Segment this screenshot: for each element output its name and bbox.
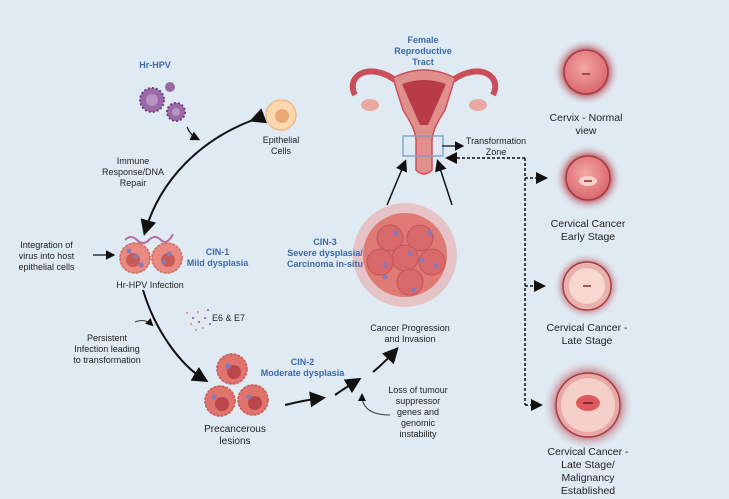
precancerous-cells-icon <box>204 353 269 417</box>
cervix-late-line-2: Late Stage <box>561 335 613 347</box>
immune-response-arrow <box>140 108 268 236</box>
cervix-normal-icon <box>552 38 620 106</box>
cin3-title: CIN-3 <box>313 237 337 247</box>
persistent-line-1: Persistent <box>86 333 128 343</box>
integration-label: Integration of virus into host epithelia… <box>0 240 93 273</box>
invasion-arrow-left <box>386 159 408 206</box>
female-reproductive-tract-icon <box>349 68 499 175</box>
loss-line-3: genes and <box>396 407 440 417</box>
virus-entry-arrow <box>186 126 201 141</box>
tract-title-2: Reproductive <box>394 46 452 56</box>
loss-line-4: genomic <box>400 418 436 428</box>
cervix-late-label: Cervical Cancer - Late Stage <box>522 322 652 348</box>
progression-line-1: Cancer Progression <box>370 323 450 333</box>
immune-line-1: Immune <box>116 156 150 166</box>
precancerous-label: Precancerous lesions <box>195 424 275 448</box>
precancerous-line-1: Precancerous <box>204 424 266 435</box>
persistent-pointer-arrow <box>134 317 154 327</box>
precancerous-line-2: lesions <box>219 436 251 447</box>
cin3-subtitle-1: Severe dysplasia/ <box>287 248 363 258</box>
persistent-infection-label: Persistent Infection leading to transfor… <box>62 333 152 366</box>
progression-label: Cancer Progression and Invasion <box>360 323 460 345</box>
cervix-early-label: Cervical Cancer Early Stage <box>523 218 653 244</box>
cervix-early-line-2: Early Stage <box>560 231 616 243</box>
cervix-normal-line-1: Cervix - Normal <box>549 112 623 124</box>
cervix-malignancy-line-1: Cervical Cancer - <box>547 446 629 458</box>
progression-arrow-2 <box>334 377 362 396</box>
cin1-subtitle: Mild dysplasia <box>186 258 249 268</box>
loss-pointer-arrow <box>358 393 391 416</box>
cervix-malignancy-label: Cervical Cancer - Late Stage/ Malignancy… <box>523 446 653 498</box>
cervix-late-stage-icon <box>553 252 621 320</box>
persistent-line-3: to transformation <box>73 355 141 365</box>
cervix-malignancy-line-2: Late Stage/ <box>561 459 615 471</box>
immune-line-2: Response/DNA <box>101 167 165 177</box>
progression-line-2: and Invasion <box>384 334 436 344</box>
cervix-normal-line-2: view <box>575 125 597 137</box>
cin3-subtitle-2: Carcinoma in-situ <box>286 259 363 269</box>
e6-e7-proteins-icon <box>186 309 211 331</box>
loss-of-tumour-suppressor-label: Loss of tumour suppressor genes and geno… <box>378 385 458 440</box>
epithelial-cells-label: Epithelial Cells <box>256 135 306 157</box>
reproductive-tract-title: Female Reproductive Tract <box>383 35 463 68</box>
integration-line-2: virus into host <box>18 251 75 261</box>
viral-dna-icon <box>124 233 174 244</box>
cervix-malignancy-line-4: Established <box>560 485 616 497</box>
cervix-normal-label: Cervix - Normal view <box>521 112 651 138</box>
e6-e7-label: E6 & E7 <box>212 313 246 323</box>
immune-response-label: Immune Response/DNA Repair <box>97 156 169 189</box>
cervix-malignancy-icon <box>542 359 634 451</box>
tract-title-1: Female <box>407 35 439 45</box>
progression-arrow-1 <box>284 391 326 408</box>
tumour-cluster-icon <box>353 203 457 307</box>
tract-title-3: Tract <box>412 57 434 67</box>
integration-line-3: epithelial cells <box>18 262 75 272</box>
cin3-label: CIN-3 Severe dysplasia/ Carcinoma in-sit… <box>280 237 370 270</box>
cin1-label: CIN-1 Mild dysplasia <box>185 247 250 269</box>
cervix-early-line-1: Cervical Cancer <box>550 218 626 230</box>
hpv-title: Hr-HPV <box>139 60 171 70</box>
hpv-virus-icon <box>139 82 186 122</box>
immune-line-3: Repair <box>119 178 147 188</box>
persistent-infection-arrow <box>142 289 209 383</box>
cin2-title: CIN-2 <box>290 357 315 367</box>
invasion-arrow-right <box>435 159 453 206</box>
epithelial-cell-icon <box>265 99 297 131</box>
progression-arrow-3 <box>372 347 399 373</box>
infection-label: Hr-HPV Infection <box>116 280 184 290</box>
transformation-zone-label: Transformation Zone <box>460 136 532 158</box>
loss-line-5: instability <box>399 429 437 439</box>
loss-line-2: suppressor <box>395 396 441 406</box>
loss-line-1: Loss of tumour <box>388 385 448 395</box>
cervix-malignancy-line-3: Malignancy <box>561 472 615 484</box>
cin1-title: CIN-1 <box>205 247 230 257</box>
zone-line-2: Zone <box>485 147 507 157</box>
stage-connector-lines <box>445 152 548 411</box>
cervix-early-stage-icon <box>554 144 622 212</box>
epithelial-cells-text: Epithelial Cells <box>262 135 300 156</box>
infected-cell-icon <box>151 242 183 274</box>
cin2-subtitle: Moderate dysplasia <box>260 368 345 378</box>
infected-cell-icon <box>119 242 151 274</box>
zone-line-1: Transformation <box>465 136 527 146</box>
persistent-line-2: Infection leading <box>74 344 140 354</box>
cervix-late-line-1: Cervical Cancer - <box>546 322 628 334</box>
cin2-label: CIN-2 Moderate dysplasia <box>250 357 355 379</box>
integration-line-1: Integration of <box>20 240 73 250</box>
